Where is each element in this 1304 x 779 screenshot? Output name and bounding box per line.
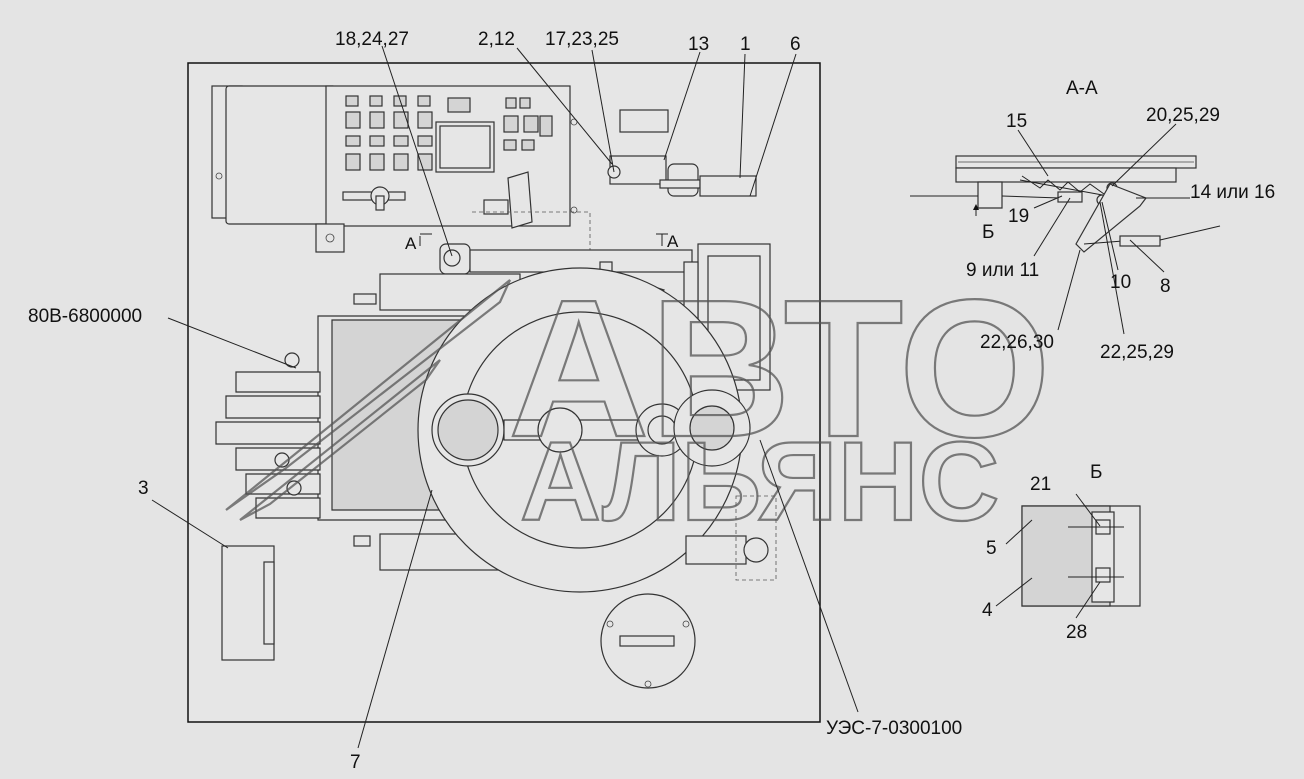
section-aa-detail: [910, 155, 1221, 253]
box-3: [221, 545, 275, 661]
callout-labels: 18,24,27 2,12 17,23,25 13 1 6 80В-680000…: [28, 29, 1275, 773]
svg-text:АВТО: АВТО: [508, 259, 1051, 478]
round-cover: [600, 593, 696, 689]
callout-7: 7: [350, 752, 361, 773]
svg-text:АЛЬЯНС: АЛЬЯНС: [520, 419, 999, 544]
view-b-title: Б: [1090, 462, 1102, 483]
watermark: АВТО АЛЬЯНС: [225, 258, 1052, 545]
callout-1: 1: [740, 34, 751, 55]
callout-3: 3: [138, 478, 149, 499]
view-b-detail: [1021, 505, 1141, 607]
section-mark-left: А: [405, 234, 417, 253]
callout-14-16: 14 или 16: [1190, 182, 1275, 203]
callout-20-25-29: 20,25,29: [1146, 105, 1220, 126]
fan-assembly: [417, 267, 777, 593]
callout-13: 13: [688, 34, 709, 55]
callout-28: 28: [1066, 622, 1087, 643]
panel-buttons: [345, 95, 553, 171]
callout-15: 15: [1006, 111, 1027, 132]
callout-19: 19: [1008, 206, 1029, 227]
callout-2-12: 2,12: [478, 29, 515, 50]
callout-8: 8: [1160, 276, 1171, 297]
section-title: А-А: [1066, 78, 1098, 99]
control-panel: [211, 85, 578, 253]
section-marks: А А: [405, 232, 679, 253]
callout-18-24-27: 18,24,27: [335, 29, 409, 50]
callout-80b: 80В-6800000: [28, 306, 142, 327]
callout-4: 4: [982, 600, 993, 621]
callout-10: 10: [1110, 272, 1131, 293]
leader-lines: [151, 45, 1177, 749]
callout-22-26-30: 22,26,30: [980, 332, 1054, 353]
callout-17-23-25: 17,23,25: [545, 29, 619, 50]
callout-21: 21: [1030, 474, 1051, 495]
arrow-b-label: Б: [982, 222, 994, 243]
section-mark-right: А: [667, 232, 679, 251]
callout-5: 5: [986, 538, 997, 559]
lever-assembly: [429, 109, 757, 301]
callout-ues: УЭС-7-0300100: [826, 718, 962, 739]
callout-6: 6: [790, 34, 801, 55]
callout-9-11: 9 или 11: [966, 260, 1039, 281]
callout-22-25-29: 22,25,29: [1100, 342, 1174, 363]
